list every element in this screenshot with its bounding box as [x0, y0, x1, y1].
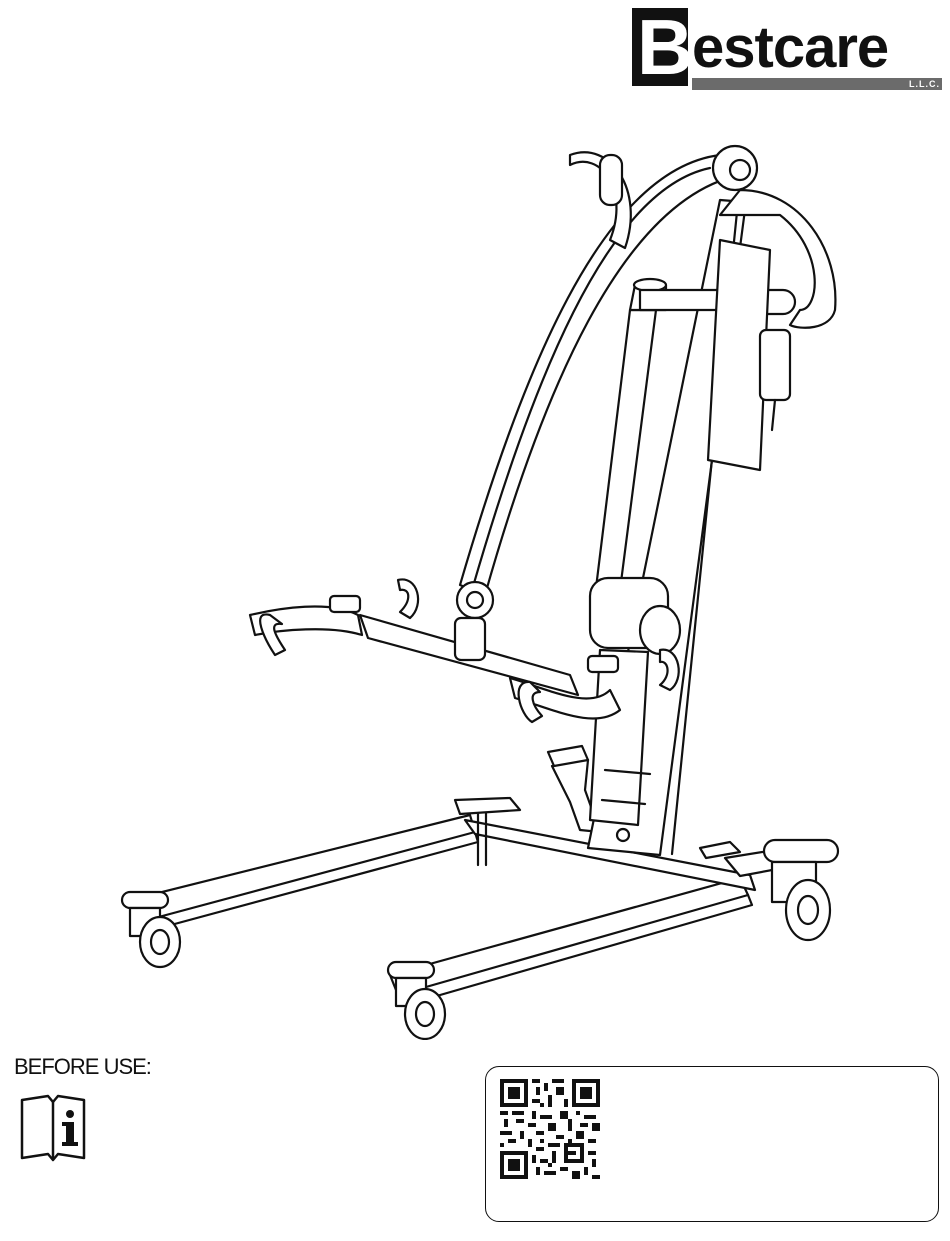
logo-initial-box: B — [632, 8, 688, 86]
qr-code-panel — [485, 1066, 939, 1222]
logo-bar — [692, 78, 942, 90]
read-manual-icon — [18, 1094, 88, 1164]
qr-code-icon — [500, 1079, 600, 1179]
before-use-label: BEFORE USE: — [14, 1054, 151, 1080]
brand-logo: B estcare L.L.C. — [632, 8, 944, 90]
logo-wordmark: estcare — [692, 18, 888, 78]
logo-suffix: L.L.C. — [909, 78, 940, 90]
logo-initial: B — [637, 6, 691, 88]
patient-lift-illustration — [100, 130, 860, 1040]
caster-rear-right — [764, 840, 838, 940]
